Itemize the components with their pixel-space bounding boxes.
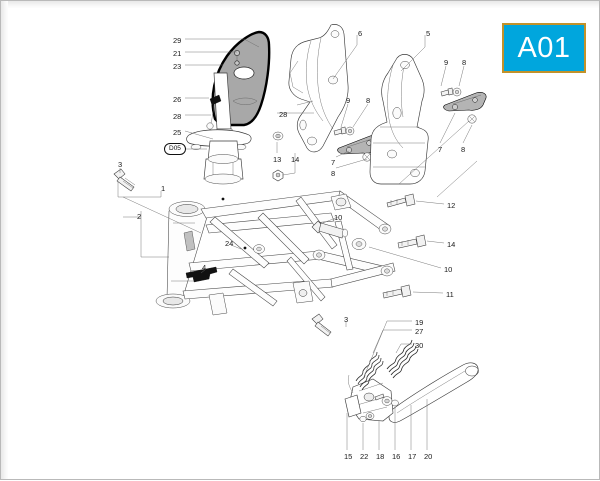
callout-number-7[interactable]: 7: [438, 145, 443, 154]
callout-number-8[interactable]: 8: [462, 58, 467, 67]
steering-column-assembly: [186, 72, 252, 185]
callout-number-14[interactable]: 14: [291, 155, 300, 164]
callout-number-16[interactable]: 16: [392, 452, 401, 461]
callout-number-27[interactable]: 27: [415, 327, 424, 336]
callout-number-1[interactable]: 1: [161, 184, 166, 193]
callout-number-3[interactable]: 3: [118, 160, 123, 169]
callout-number-8[interactable]: 8: [366, 96, 371, 105]
callout-number-7[interactable]: 7: [331, 158, 336, 167]
callout-number-9[interactable]: 9: [346, 96, 351, 105]
cross-reference-badge-d05[interactable]: D05: [164, 143, 186, 155]
callout-number-11[interactable]: 11: [446, 290, 454, 299]
callout-number-4[interactable]: 4: [202, 263, 207, 272]
callout-number-9[interactable]: 9: [444, 58, 449, 67]
callout-number-21[interactable]: 21: [173, 49, 182, 58]
part-group-code: A01: [517, 31, 571, 64]
callout-number-23[interactable]: 23: [173, 62, 182, 71]
callout-number-25[interactable]: 25: [173, 128, 182, 137]
left-engine-bracket-part: [288, 24, 349, 153]
callout-number-22[interactable]: 22: [360, 452, 369, 461]
callout-number-6[interactable]: 6: [358, 29, 363, 38]
callout-number-26[interactable]: 26: [173, 95, 182, 104]
frame-bolt-hardware: [113, 168, 427, 337]
side-stand-assembly-part: [344, 339, 479, 423]
callout-number-2[interactable]: 2: [137, 212, 142, 221]
callout-number-8[interactable]: 8: [331, 169, 336, 178]
callout-number-17[interactable]: 17: [408, 452, 417, 461]
callout-number-15[interactable]: 15: [344, 452, 353, 461]
right-engine-bracket-part: [369, 54, 429, 185]
callout-number-10[interactable]: 10: [444, 265, 453, 274]
callout-number-28[interactable]: 28: [279, 110, 288, 119]
right-bracket-hardware: [398, 87, 487, 198]
callout-number-18[interactable]: 18: [376, 452, 385, 461]
callout-number-20[interactable]: 20: [424, 452, 433, 461]
washer-nut-hardware: [272, 131, 284, 182]
callout-number-28[interactable]: 28: [173, 112, 182, 121]
callout-number-13[interactable]: 13: [273, 155, 282, 164]
callout-number-30[interactable]: 30: [415, 341, 424, 350]
callout-number-8[interactable]: 8: [461, 145, 466, 154]
callout-leader-lines: [117, 35, 473, 450]
main-frame-part: [155, 190, 396, 316]
cross-reference-code: D05: [169, 144, 181, 152]
callout-number-14[interactable]: 14: [447, 240, 456, 249]
callout-number-24[interactable]: 24: [225, 239, 234, 248]
callout-number-5[interactable]: 5: [426, 29, 431, 38]
callout-number-12[interactable]: 12: [447, 201, 456, 210]
callout-number-29[interactable]: 29: [173, 36, 182, 45]
left-bracket-hardware: [333, 126, 381, 162]
part-group-badge: A01: [502, 23, 586, 73]
callout-number-10[interactable]: 10: [334, 213, 343, 222]
callout-number-19[interactable]: 19: [415, 318, 424, 327]
callout-number-3[interactable]: 3: [344, 315, 349, 324]
